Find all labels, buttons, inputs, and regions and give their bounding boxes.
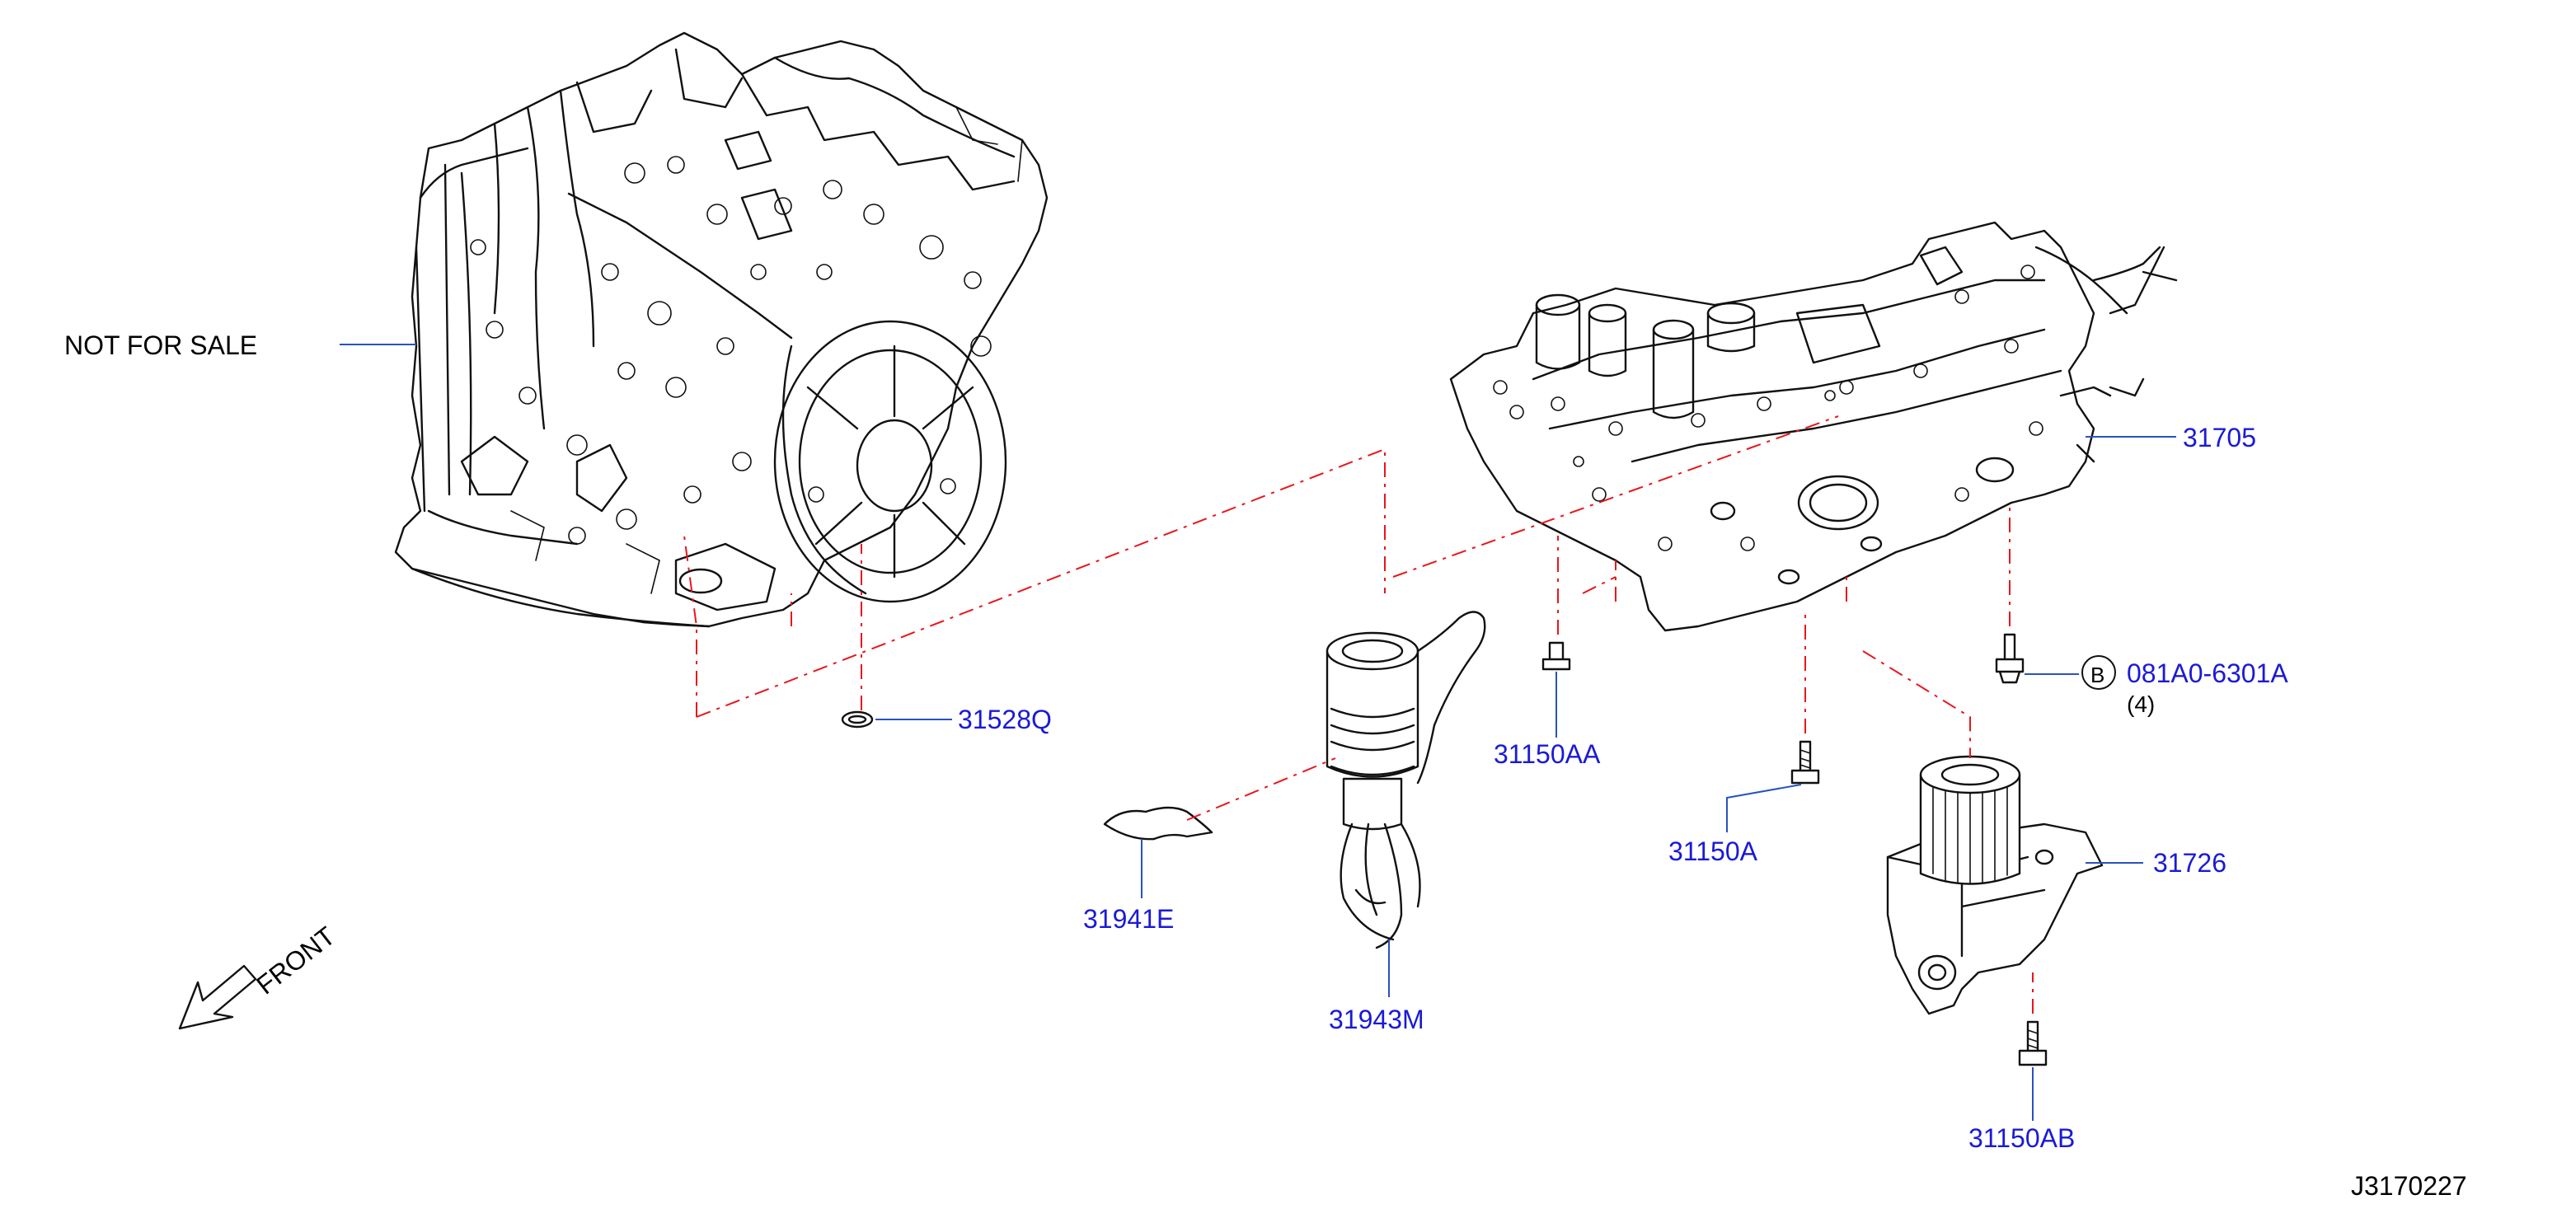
callout-b-letter: B — [2090, 663, 2104, 687]
part-31150aa[interactable]: 31150AA — [1494, 739, 1601, 769]
quantity-note: (4) — [2127, 691, 2155, 717]
o-ring-drawing — [841, 710, 874, 729]
bolt-081a0-drawing — [1995, 633, 2025, 684]
part-31726[interactable]: 31726 — [2153, 848, 2226, 878]
label-front: FRONT — [251, 921, 340, 1000]
assembly-dash-lines — [683, 415, 2034, 1014]
bolt-31150ab-drawing — [2018, 1020, 2048, 1066]
callout-b-circle — [2081, 655, 2116, 690]
part-31150ab[interactable]: 31150AB — [1968, 1123, 2075, 1153]
oil-pump-drawing — [1886, 755, 2104, 1015]
label-not-for-sale: NOT FOR SALE — [64, 330, 257, 360]
front-arrow-icon — [178, 964, 257, 1030]
control-valve-drawing — [1449, 221, 2178, 632]
leader-lines — [340, 344, 2176, 1121]
part-31705[interactable]: 31705 — [2183, 423, 2256, 452]
diagram-code: J3170227 — [2351, 1171, 2467, 1201]
bolt-31150aa-drawing — [1541, 641, 1571, 671]
part-31941e[interactable]: 31941E — [1083, 904, 1174, 934]
part-31528q[interactable]: 31528Q — [958, 705, 1052, 734]
bolt-31150a-drawing — [1790, 740, 1820, 785]
part-31943m[interactable]: 31943M — [1329, 1005, 1424, 1034]
transaxle-assembly-drawing — [394, 31, 1049, 628]
clip-31941e-drawing — [1103, 806, 1213, 841]
part-081a0-6301a[interactable]: 081A0-6301A — [2127, 658, 2288, 688]
harness-connector-drawing — [1326, 611, 1486, 949]
part-31150a[interactable]: 31150A — [1668, 836, 1758, 866]
